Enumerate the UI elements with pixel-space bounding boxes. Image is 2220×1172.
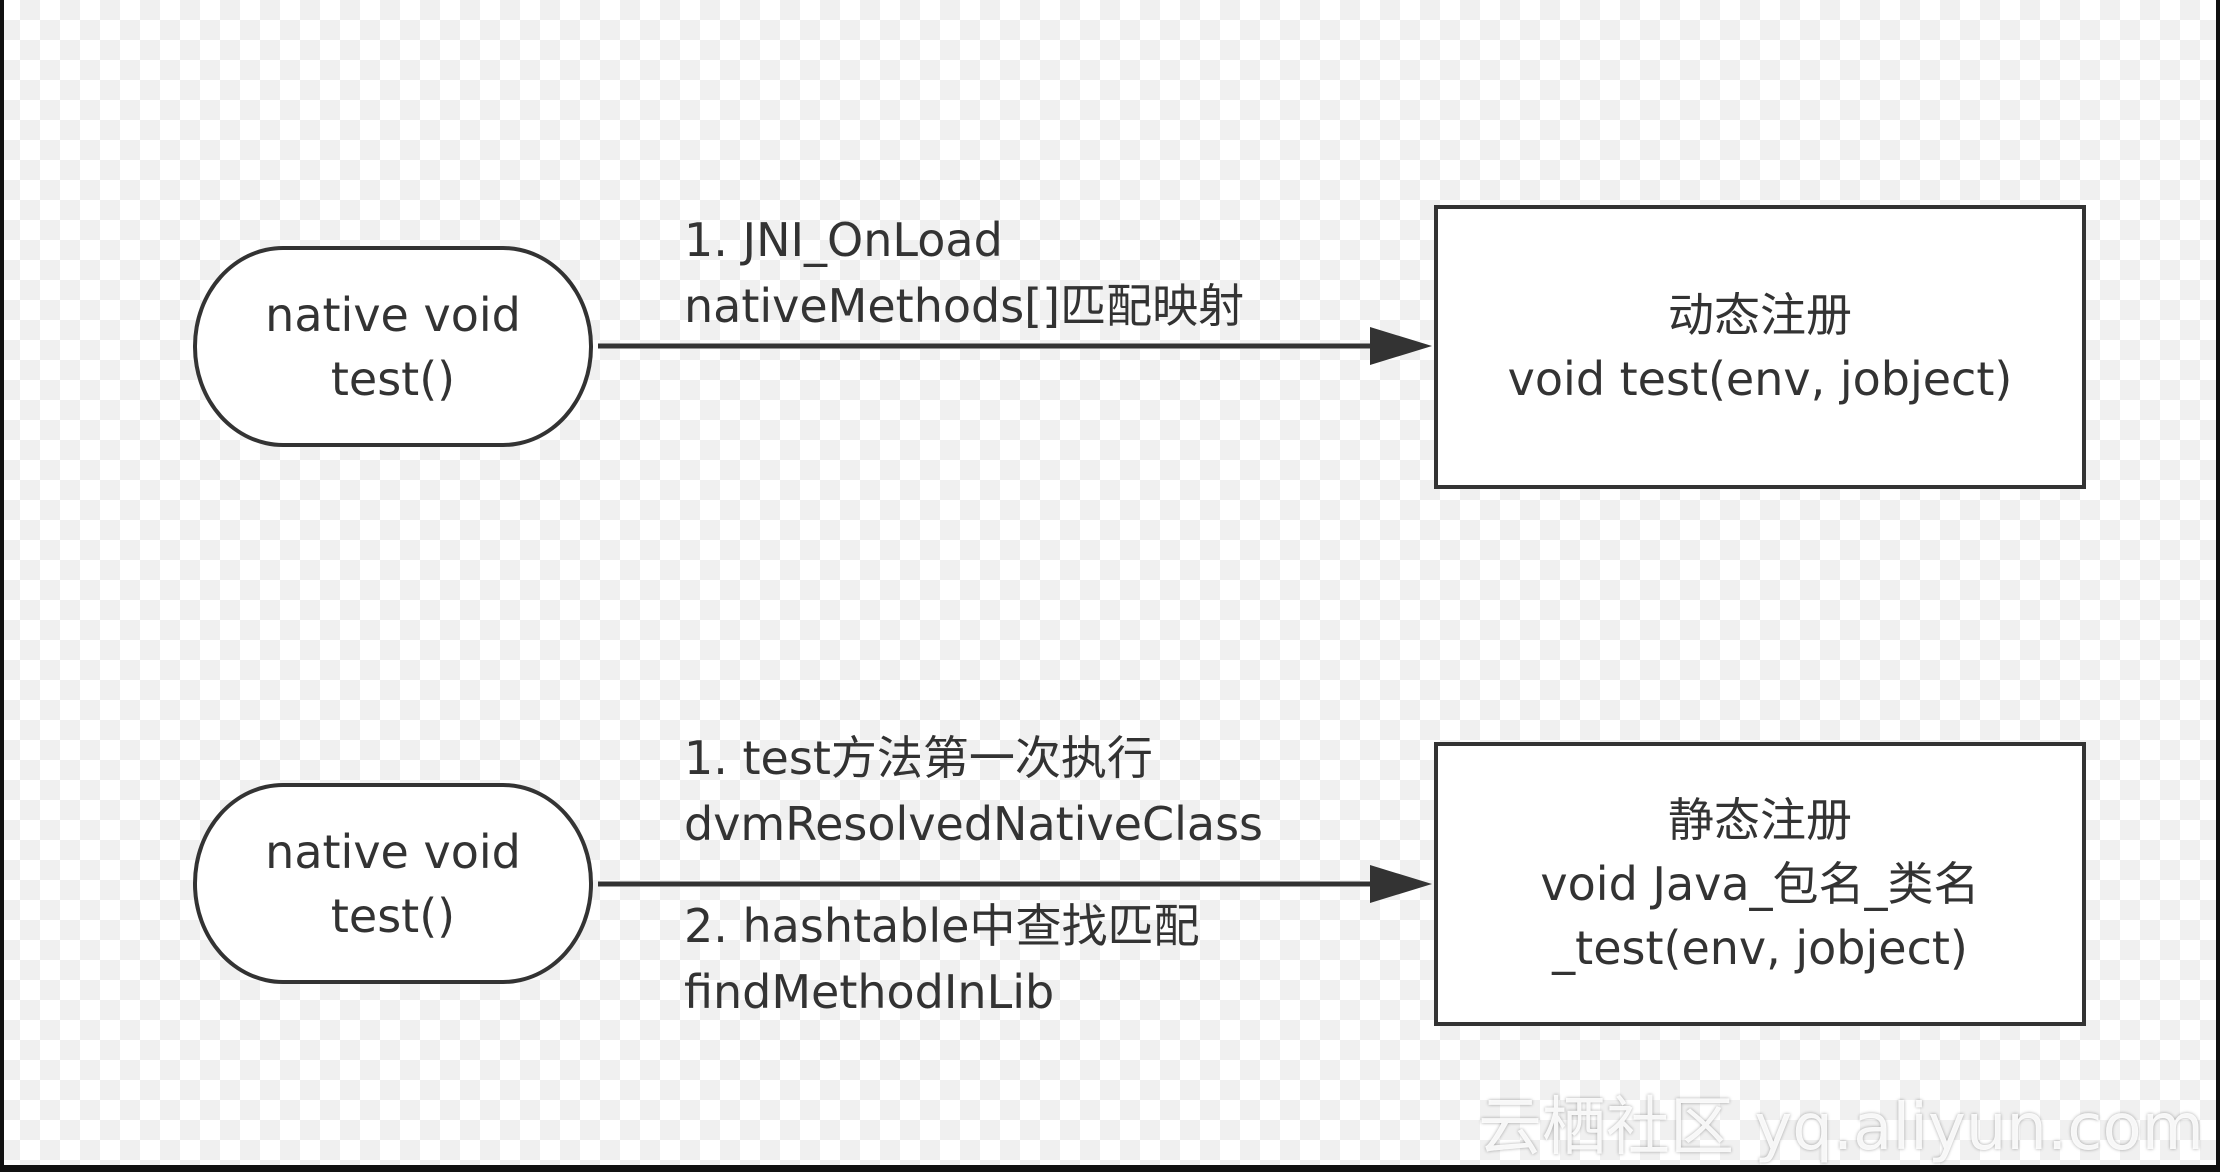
bottom-source-line2: test()	[330, 888, 456, 943]
bottom-edge-label-below: 2. hashtable中查找匹配 findMethodInLib	[684, 893, 1199, 1025]
top-edge-label: 1. JNI_OnLoad nativeMethods[]匹配映射	[684, 207, 1244, 339]
bottom-source-node: native void test()	[193, 783, 593, 984]
watermark: 云栖社区 yq.aliyun.com	[1478, 1091, 2204, 1165]
top-target-line1: 动态注册	[1668, 288, 1852, 342]
bottom-target-line1: 静态注册	[1668, 793, 1852, 847]
top-source-line1: native void	[265, 287, 521, 342]
bottom-edge-label-above-line2: dvmResolvedNativeClass	[684, 797, 1263, 851]
bottom-edge-label-below-line2: findMethodInLib	[684, 965, 1055, 1019]
top-source-node: native void test()	[193, 246, 593, 447]
top-source-line2: test()	[330, 351, 456, 406]
top-arrow	[598, 327, 1432, 365]
bottom-target-node: 静态注册 void Java_包名_类名 _test(env, jobject)	[1434, 742, 2086, 1026]
bottom-edge-label-below-line1: 2. hashtable中查找匹配	[684, 899, 1200, 953]
bottom-source-line1: native void	[265, 824, 521, 879]
top-target-line2: void test(env, jobject)	[1507, 352, 2013, 406]
bottom-arrow	[598, 865, 1432, 903]
bottom-target-line3: _test(env, jobject)	[1552, 921, 1968, 975]
bottom-edge-label-above: 1. test方法第一次执行 dvmResolvedNativeClass	[684, 725, 1263, 857]
bottom-edge-label-above-line1: 1. test方法第一次执行	[684, 731, 1153, 785]
bottom-target-line2: void Java_包名_类名	[1540, 857, 1980, 911]
top-edge-label-line1: 1. JNI_OnLoad	[684, 213, 1003, 267]
top-edge-label-line2: nativeMethods[]匹配映射	[684, 279, 1245, 333]
top-target-node: 动态注册 void test(env, jobject)	[1434, 205, 2086, 489]
